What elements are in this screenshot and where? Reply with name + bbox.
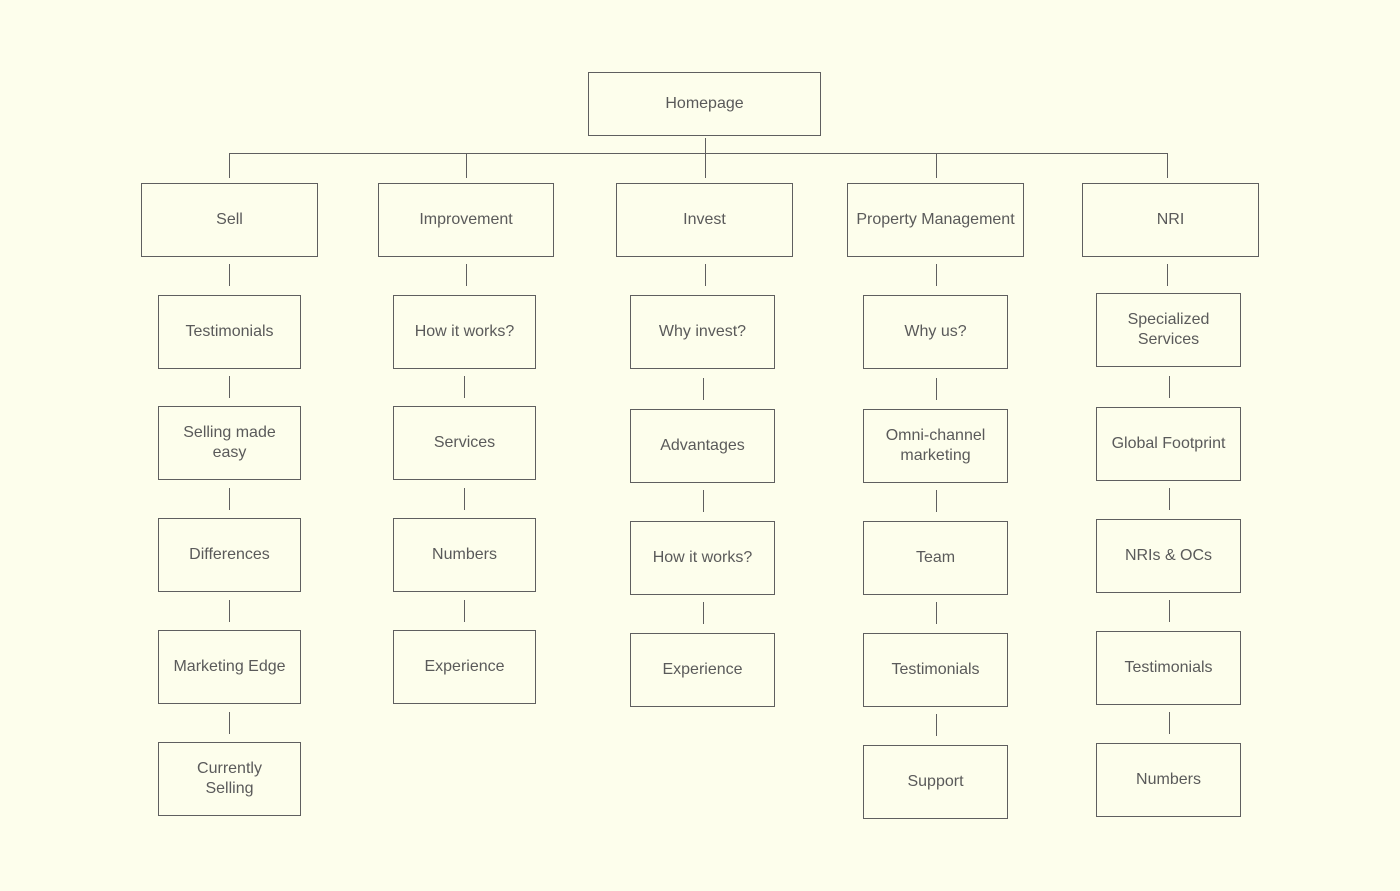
connector (703, 378, 704, 400)
connector (1169, 488, 1170, 510)
connector (703, 490, 704, 512)
node-why-us[interactable]: Why us? (863, 295, 1008, 369)
connector (1167, 264, 1168, 286)
section-drop-improvement (466, 153, 467, 178)
connector (229, 600, 230, 622)
connector (936, 714, 937, 736)
node-property-testimonials[interactable]: Testimonials (863, 633, 1008, 707)
node-marketing-edge[interactable]: Marketing Edge (158, 630, 301, 704)
node-label: How it works? (652, 549, 753, 566)
node-label: Homepage (665, 95, 744, 112)
node-improvement-experience[interactable]: Experience (393, 630, 536, 704)
node-support[interactable]: Support (863, 745, 1008, 819)
node-label: Why invest? (658, 323, 747, 340)
node-homepage[interactable]: Homepage (588, 72, 821, 136)
node-currently-selling[interactable]: Currently Selling (158, 742, 301, 816)
node-omni-channel-marketing[interactable]: Omni-channel marketing (863, 409, 1008, 483)
node-advantages[interactable]: Advantages (630, 409, 775, 483)
node-label: Marketing Edge (173, 658, 286, 675)
connector (229, 488, 230, 510)
node-label: Testimonials (1124, 659, 1213, 676)
node-label: Numbers (432, 546, 497, 563)
node-sell-testimonials[interactable]: Testimonials (158, 295, 301, 369)
node-label: Experience (424, 658, 505, 675)
node-team[interactable]: Team (863, 521, 1008, 595)
node-improvement-numbers[interactable]: Numbers (393, 518, 536, 592)
node-improvement[interactable]: Improvement (378, 183, 554, 257)
node-global-footprint[interactable]: Global Footprint (1096, 407, 1241, 481)
node-label: Property Management (856, 211, 1015, 228)
connector (936, 378, 937, 400)
node-nri[interactable]: NRI (1082, 183, 1259, 257)
node-nri-testimonials[interactable]: Testimonials (1096, 631, 1241, 705)
node-label: Support (907, 773, 964, 790)
node-sell[interactable]: Sell (141, 183, 318, 257)
node-label: Numbers (1136, 771, 1201, 788)
node-label: NRIs & OCs (1124, 547, 1213, 564)
section-bus-line (229, 153, 1167, 154)
node-label: Testimonials (185, 323, 274, 340)
node-label: Differences (189, 546, 270, 563)
node-label: Global Footprint (1111, 435, 1226, 452)
node-property-management[interactable]: Property Management (847, 183, 1024, 257)
node-label: Experience (662, 661, 743, 678)
node-label: Invest (683, 211, 726, 228)
node-label: Testimonials (891, 661, 980, 678)
connector (464, 600, 465, 622)
connector (936, 264, 937, 286)
node-invest-experience[interactable]: Experience (630, 633, 775, 707)
node-nri-numbers[interactable]: Numbers (1096, 743, 1241, 817)
node-selling-made-easy[interactable]: Selling made easy (158, 406, 301, 480)
node-label: NRI (1156, 211, 1185, 228)
section-drop-property-management (936, 153, 937, 178)
connector (229, 712, 230, 734)
connector (1169, 712, 1170, 734)
node-label: Advantages (660, 437, 745, 454)
node-invest-how-it-works[interactable]: How it works? (630, 521, 775, 595)
connector (1169, 376, 1170, 398)
connector (464, 376, 465, 398)
connector (936, 490, 937, 512)
node-label: Currently Selling (197, 760, 262, 797)
node-label: Selling made easy (183, 424, 276, 461)
node-label: Specialized Services (1127, 311, 1210, 348)
node-label: Services (433, 434, 496, 451)
connector (229, 376, 230, 398)
node-label: Team (915, 549, 956, 566)
node-specialized-services[interactable]: Specialized Services (1096, 293, 1241, 367)
connector (229, 264, 230, 286)
node-services[interactable]: Services (393, 406, 536, 480)
node-label: Why us? (904, 323, 967, 340)
connector (1169, 600, 1170, 622)
node-label: Improvement (419, 211, 513, 228)
node-differences[interactable]: Differences (158, 518, 301, 592)
node-nris-ocs[interactable]: NRIs & OCs (1096, 519, 1241, 593)
section-drop-nri (1167, 153, 1168, 178)
connector (466, 264, 467, 286)
node-why-invest[interactable]: Why invest? (630, 295, 775, 369)
node-label: How it works? (414, 323, 515, 340)
root-connector (705, 138, 706, 178)
connector (705, 264, 706, 286)
node-label: Sell (216, 211, 243, 228)
node-improvement-how-it-works[interactable]: How it works? (393, 295, 536, 369)
section-drop-sell (229, 153, 230, 178)
node-invest[interactable]: Invest (616, 183, 793, 257)
connector (703, 602, 704, 624)
connector (936, 602, 937, 624)
connector (464, 488, 465, 510)
node-label: Omni-channel marketing (885, 427, 986, 464)
